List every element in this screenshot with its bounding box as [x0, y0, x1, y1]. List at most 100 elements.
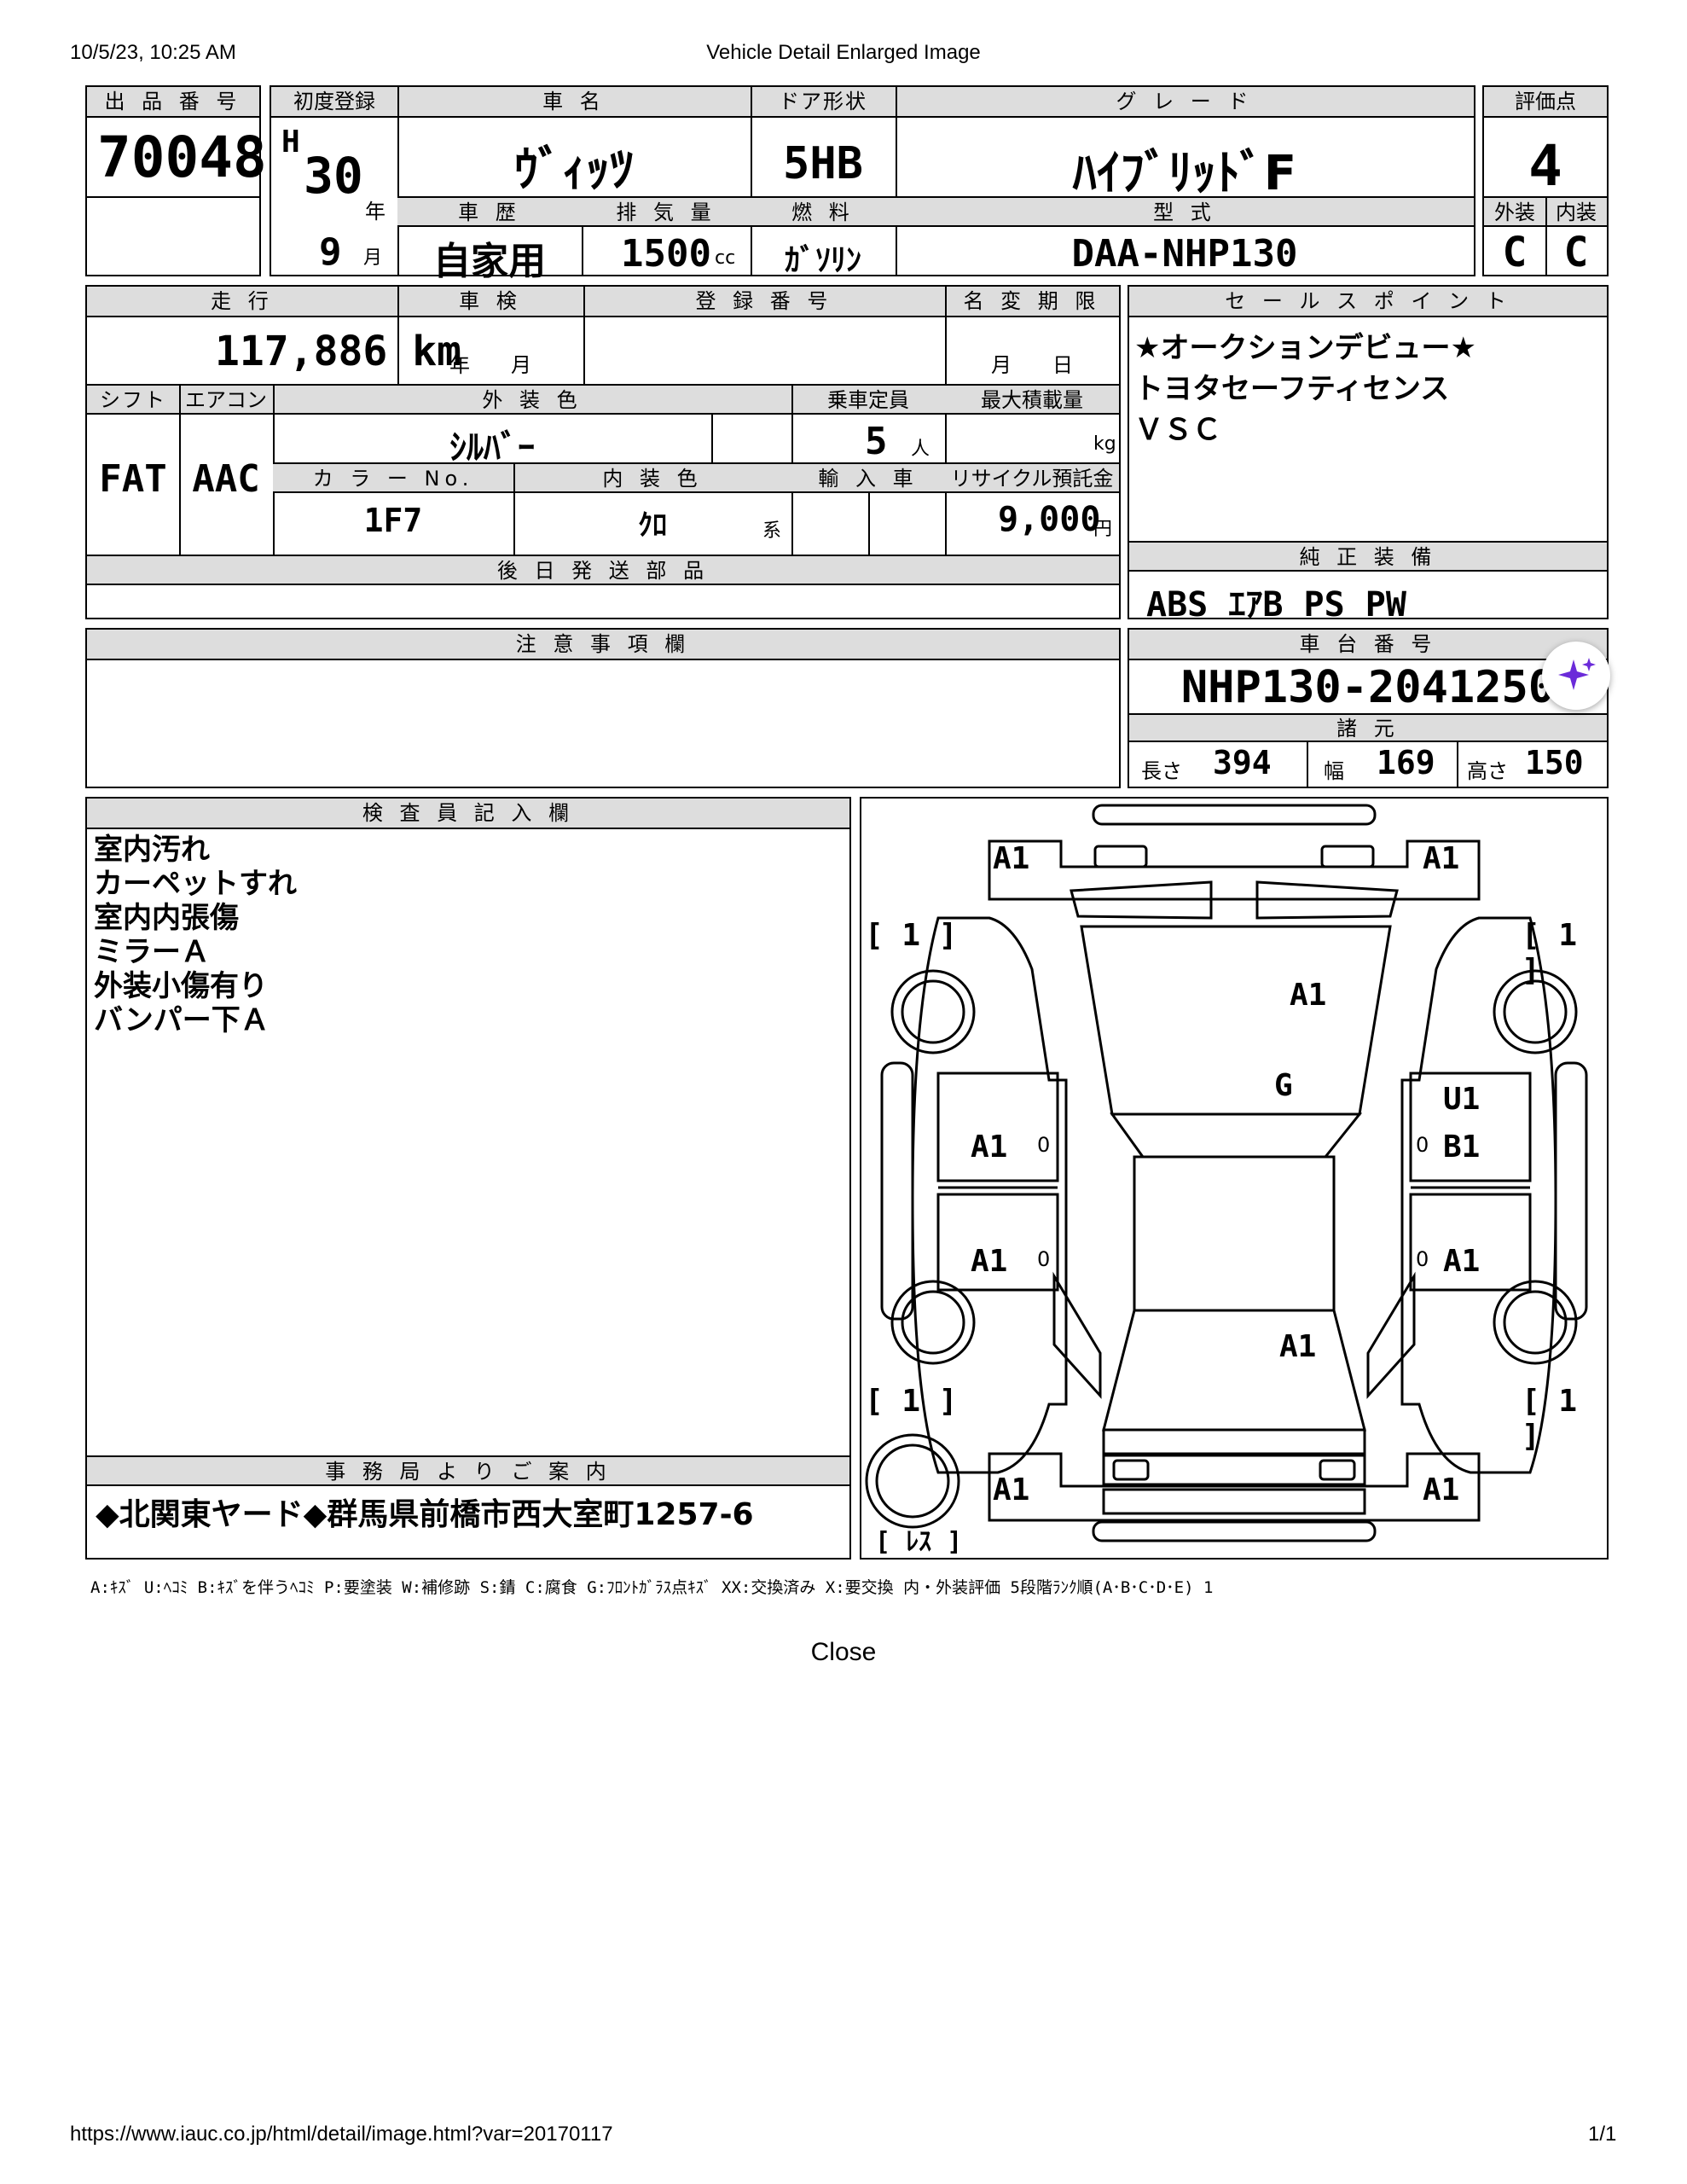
score-box: 評価点 4 外装 内装 C C	[1482, 85, 1609, 276]
era: H	[281, 125, 300, 160]
inspector-note: カーペットすれ	[94, 867, 297, 901]
close-label[interactable]: Close	[810, 1638, 877, 1666]
car-outline-diagram	[865, 804, 1588, 1542]
length-label: 長さ	[1141, 759, 1182, 783]
caution-label: 注 意 事 項 欄	[87, 630, 1119, 660]
legend: A:ｷｽﾞ U:ﾍｺﾐ B:ｷｽﾞを伴うﾍｺﾐ P:要塗装 W:補修跡 S:錆 …	[90, 1578, 1214, 1597]
interior-color-label: 内 装 色	[513, 462, 791, 493]
color-label: 外 装 色	[273, 384, 791, 415]
sales-point: トヨタセーフティセンス	[1134, 372, 1450, 406]
grade-label: グ レ ー ド	[896, 87, 1474, 118]
interior-label: 内装	[1545, 196, 1607, 227]
score-label: 評価点	[1484, 87, 1607, 118]
caution-box: 注 意 事 項 欄	[85, 628, 1121, 788]
door-type: 5HB	[783, 138, 863, 189]
year-unit: 年	[365, 200, 386, 224]
tire-front-right: [ 1 ]	[1522, 918, 1578, 988]
chassis-number: NHP130-2041250	[1180, 662, 1556, 713]
width: 169	[1377, 744, 1435, 781]
zero-left-front: 0	[1037, 1133, 1051, 1157]
first-reg-label: 初度登録	[271, 87, 397, 118]
model-code: DAA-NHP130	[1071, 232, 1298, 276]
zero-left-rear: 0	[1037, 1247, 1051, 1271]
lot-number: 70048	[97, 125, 267, 190]
tire-rear-right: [ 1 ]	[1522, 1384, 1578, 1454]
sales-point-list: ★オークションデビュー★ トヨタセーフティセンス ＶＳＣ	[1134, 328, 1476, 450]
exterior-color: ｼﾙﾊﾞｰ	[449, 428, 535, 468]
damage-rear-roof: A1	[1279, 1329, 1317, 1364]
footer-page: 1/1	[1588, 2123, 1617, 2146]
equipment: ABS ｴｱB PS PW	[1146, 585, 1406, 624]
inspector-note: バンパー下Ａ	[94, 1003, 270, 1037]
damage-front-left: A1	[993, 841, 1030, 876]
max-load-label: 最大積載量	[945, 384, 1119, 415]
history-label: 車 歴	[397, 196, 582, 227]
tire-front-left: [ 1 ]	[865, 918, 958, 953]
reg-year: 30	[304, 147, 363, 205]
footer-url: https://www.iauc.co.jp/html/detail/image…	[70, 2123, 613, 2146]
inspector-label: 検 査 員 記 入 欄	[87, 799, 849, 829]
score: 4	[1528, 133, 1562, 199]
reg-month: 9	[319, 230, 342, 274]
recycle-unit: 円	[1093, 519, 1113, 540]
damage-right-front-door: B1	[1443, 1130, 1481, 1165]
damage-hood: A1	[1290, 978, 1327, 1013]
max-load-unit: kg	[1093, 433, 1116, 455]
mileage-label: 走 行	[87, 287, 397, 317]
office-label: 事 務 局 よ り ご 案 内	[87, 1455, 849, 1486]
capacity-label: 乗車定員	[791, 384, 945, 415]
damage-right-front-upper: U1	[1443, 1082, 1481, 1117]
ai-assistant-button[interactable]	[1542, 642, 1610, 710]
tire-rear-left: [ 1 ]	[865, 1384, 958, 1419]
inspector-box: 検 査 員 記 入 欄 室内汚れ カーペットすれ 室内内張傷 ミラーＡ 外装小傷…	[85, 797, 851, 1560]
recycle-label: リサイクル預託金	[945, 462, 1119, 493]
mileage: 117,886 km	[215, 328, 461, 375]
spare-tire: [ ﾚｽ ]	[875, 1527, 963, 1557]
chassis-label: 車 台 番 号	[1129, 630, 1607, 660]
lot-box: 出 品 番 号 70048	[85, 85, 267, 276]
capacity: 5	[865, 420, 888, 463]
displacement: 1500	[621, 232, 711, 276]
damage-rear-left: A1	[993, 1472, 1030, 1507]
damage-windshield: G	[1274, 1068, 1293, 1103]
interior-color-suffix: 系	[762, 520, 782, 542]
sales-point-box: セ ー ル ス ポ イ ン ト ★オークションデビュー★ トヨタセーフティセンス…	[1128, 285, 1609, 624]
fuel-label: 燃 料	[751, 196, 896, 227]
interior-grade: C	[1563, 229, 1589, 276]
spec-label: 諸 元	[1129, 713, 1607, 742]
inspector-notes: 室内汚れ カーペットすれ 室内内張傷 ミラーＡ 外装小傷有り バンパー下Ａ	[94, 833, 297, 1037]
registration-label: 登 録 番 号	[583, 287, 945, 317]
damage-left-front-door: A1	[971, 1130, 1008, 1165]
inspection-value: 年 月	[449, 353, 531, 377]
sales-point: ★オークションデビュー★	[1134, 331, 1476, 365]
color-number: 1F7	[363, 502, 423, 539]
equipment-label: 純 正 装 備	[1129, 541, 1607, 572]
displacement-label: 排 気 量	[582, 196, 751, 227]
shift-label: シフト	[87, 384, 179, 415]
interior-color: ｸﾛ	[638, 508, 667, 543]
damage-diagram-box: A1 A1 [ 1 ] [ 1 ] A1 G U1 A1 0 0 B1 A1 0…	[860, 797, 1609, 1560]
exterior-label: 外装	[1484, 196, 1545, 227]
shift: FAT	[99, 457, 167, 501]
capacity-unit: 人	[911, 439, 930, 460]
print-datetime: 10/5/23, 10:25 AM	[70, 41, 236, 64]
model-label: 型 式	[896, 196, 1474, 227]
details-box: 走 行 車 検 登 録 番 号 名 変 期 限 117,886 km 年 月 月…	[85, 285, 1121, 619]
print-title: Vehicle Detail Enlarged Image	[706, 41, 981, 64]
sales-point: ＶＳＣ	[1134, 413, 1221, 447]
history: 自家用	[433, 240, 546, 283]
sales-point-label: セ ー ル ス ポ イ ン ト	[1129, 287, 1607, 317]
recycle-fee: 9,000	[998, 500, 1101, 539]
damage-left-rear-door: A1	[971, 1244, 1008, 1279]
chassis-box: 車 台 番 号 NHP130-2041250 諸 元 長さ 394 幅 169 …	[1128, 628, 1609, 788]
width-label: 幅	[1324, 759, 1344, 783]
sparkle-icon	[1558, 658, 1596, 690]
height: 150	[1525, 744, 1584, 781]
month-unit: 月	[363, 247, 383, 269]
name-change-value: 月 日	[991, 353, 1073, 377]
damage-right-rear-door: A1	[1443, 1244, 1481, 1279]
car-name: ｳﾞｨｯﾂ	[514, 142, 634, 198]
damage-front-right: A1	[1423, 841, 1460, 876]
close-button[interactable]: Close	[0, 1638, 1687, 1667]
